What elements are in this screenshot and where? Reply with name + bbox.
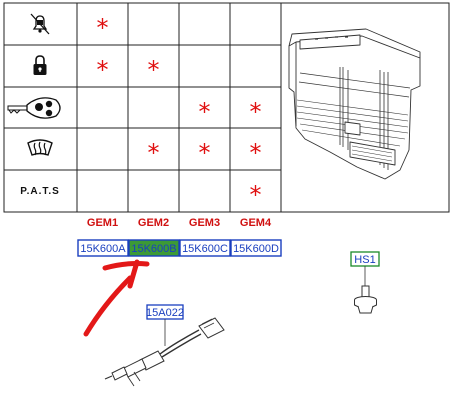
remote-key-icon [7,97,61,119]
gem-module-illustration [288,28,421,180]
gem1-label: GEM1 [87,217,118,229]
padlock-icon [33,55,47,75]
wiring-harness-illustration [104,317,225,387]
gem2-label: GEM2 [138,217,169,229]
compatibility-star: * [199,139,211,167]
part-number-text: 15K600A [80,243,126,255]
alarm-disabled-icon [30,13,50,35]
compatibility-star: * [97,14,109,42]
part-box-15k600a[interactable]: 15K600A [77,239,129,257]
gem3-label: GEM3 [189,217,220,229]
compatibility-table [4,3,282,212]
compatibility-star: * [250,98,262,126]
compatibility-star: * [148,56,160,84]
compatibility-star: * [250,181,262,209]
part-number-text: 15K600D [233,243,279,255]
hs1-label-box[interactable]: HS1 [350,251,380,267]
part-box-15k600c[interactable]: 15K600C [179,239,231,257]
diagram-frame [3,2,450,213]
15a022-label-text: 15A022 [146,307,184,319]
compatibility-star: * [148,139,160,167]
part-box-15k600d[interactable]: 15K600D [230,239,282,257]
part-box-15k600b[interactable]: 15K600B [128,239,180,257]
hs1-screw-illustration [354,285,377,314]
hs1-label-text: HS1 [354,254,375,266]
part-number-text: 15K600B [131,243,176,255]
highlight-arrow [83,259,150,337]
compatibility-stars: * * * * * * * * * [97,14,262,209]
compatibility-star: * [97,56,109,84]
pats-row-label: P.A.T.S [20,186,60,197]
compatibility-star: * [199,98,211,126]
heated-windscreen-icon [27,139,53,156]
15a022-label-box[interactable]: 15A022 [146,304,184,320]
compatibility-star: * [250,139,262,167]
part-number-text: 15K600C [182,243,228,255]
gem4-label: GEM4 [240,217,272,229]
